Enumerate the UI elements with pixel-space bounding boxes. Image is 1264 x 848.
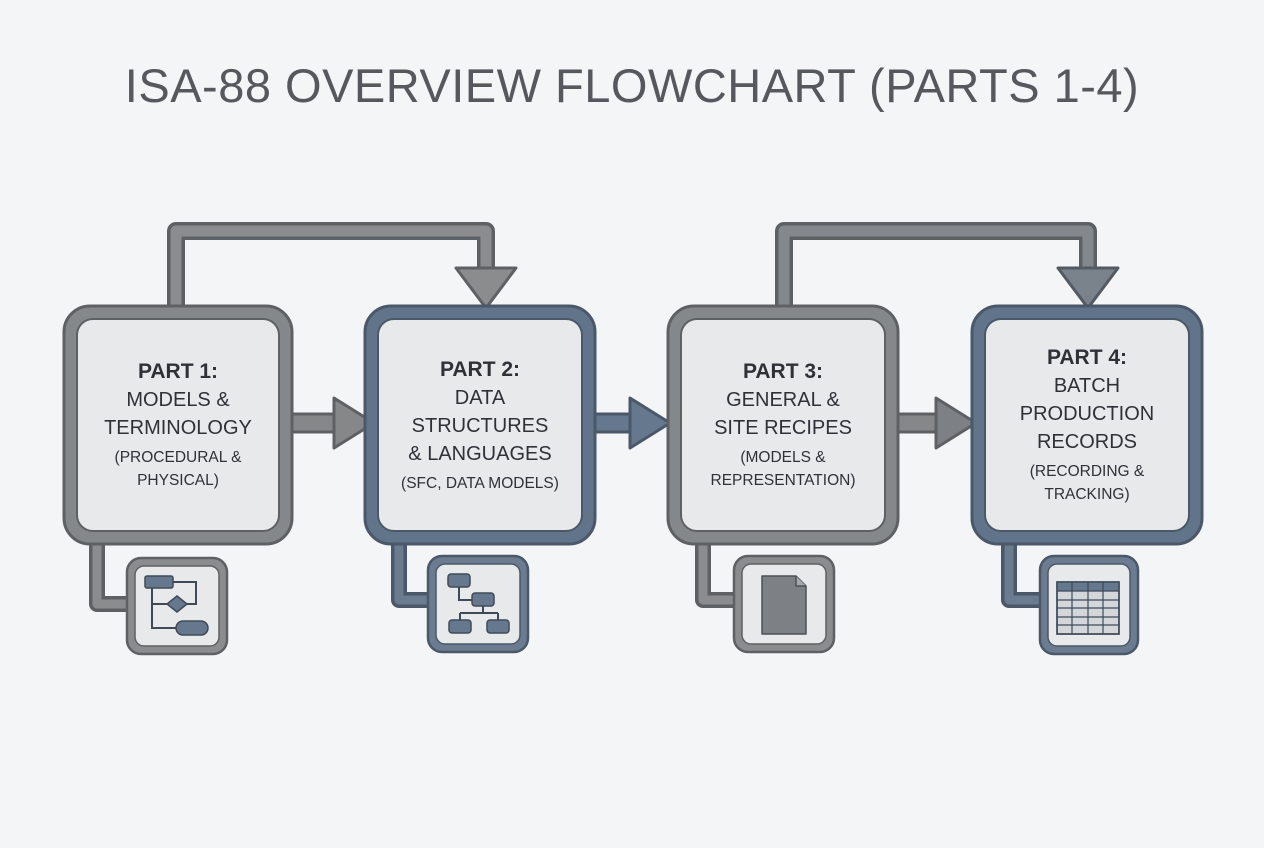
part2-heading: PART 2: (439, 357, 521, 381)
part1-heading: PART 1: (137, 360, 219, 383)
part2-box (363, 304, 597, 546)
document-icon (732, 554, 836, 654)
part4-text: PART 4: BATCH PRODUCTION RECORDS (RECORD… (985, 319, 1189, 531)
part3-box (666, 304, 900, 546)
part3-heading: PART 3: (742, 360, 824, 383)
part1-text: PART 1: MODELS & TERMINOLOGY (PROCEDURAL… (77, 319, 279, 531)
part3-text: PART 3: GENERAL & SITE RECIPES (MODELS &… (681, 319, 885, 531)
part1-box (62, 304, 294, 546)
arrow-part1-to-part2 (282, 396, 376, 450)
part1-title: MODELS & TERMINOLOGY (104, 389, 252, 439)
part2-subtitle: (SFC, DATA MODELS) (401, 474, 559, 492)
part2-text: PART 2: DATA STRUCTURES & LANGUAGES (SFC… (378, 319, 582, 531)
connector-part3-to-part4 (775, 222, 1120, 312)
part2-title: DATA STRUCTURES & LANGUAGES (408, 386, 552, 465)
part4-subtitle: (RECORDING & TRACKING) (1029, 463, 1145, 503)
table-icon (1038, 554, 1140, 656)
part4-title: BATCH PRODUCTION RECORDS (1019, 375, 1155, 453)
part3-title: GENERAL & SITE RECIPES (714, 389, 852, 439)
part3-subtitle: (MODELS & REPRESENTATION) (710, 449, 856, 489)
hierarchy-icon (426, 554, 530, 654)
part4-heading: PART 4: (1046, 346, 1128, 369)
part1-subtitle: (PROCEDURAL & PHYSICAL) (114, 449, 242, 489)
arrow-part2-to-part3 (588, 396, 672, 450)
part4-box (970, 304, 1204, 546)
flowchart-icon (125, 556, 229, 656)
connector-part1-to-part2 (167, 222, 518, 312)
arrow-part3-to-part4 (894, 396, 978, 450)
diagram-title: ISA-88 OVERVIEW FLOWCHART (PARTS 1-4) (124, 59, 1140, 112)
